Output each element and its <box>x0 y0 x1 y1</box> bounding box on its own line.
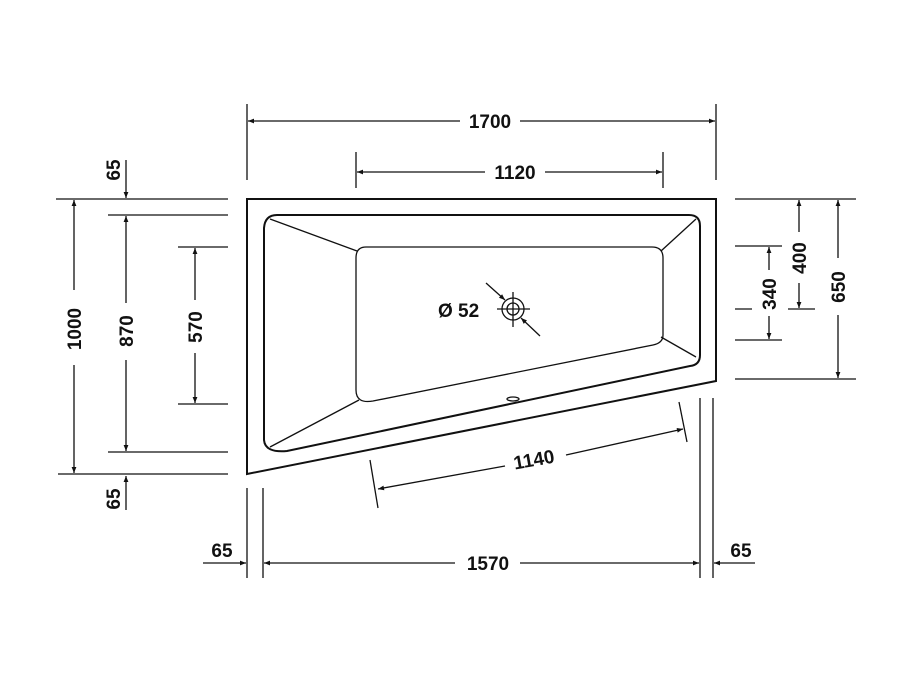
dim-right: 650 400 340 <box>735 198 856 380</box>
dim-overall-width: 1700 <box>246 104 717 180</box>
svg-text:650: 650 <box>829 271 850 303</box>
tub-outline <box>246 198 717 476</box>
drain-diameter-label: Ø 52 <box>438 301 479 322</box>
drain: Ø 52 <box>438 282 541 337</box>
svg-text:570: 570 <box>186 311 207 343</box>
svg-text:1570: 1570 <box>467 554 509 575</box>
dim-inner-top-width: 1120 <box>355 152 664 188</box>
svg-text:1700: 1700 <box>469 112 511 133</box>
svg-text:1120: 1120 <box>494 163 535 184</box>
dim-bottom: 1570 65 65 <box>203 398 755 578</box>
svg-text:870: 870 <box>117 315 138 347</box>
svg-text:340: 340 <box>760 278 781 310</box>
svg-text:1000: 1000 <box>65 308 86 350</box>
svg-text:65: 65 <box>104 488 125 510</box>
svg-text:400: 400 <box>790 242 811 274</box>
svg-text:1140: 1140 <box>512 447 556 475</box>
svg-text:65: 65 <box>730 541 752 562</box>
svg-text:65: 65 <box>104 159 125 181</box>
svg-text:65: 65 <box>211 541 233 562</box>
dim-left: 1000 870 570 65 65 <box>56 159 228 510</box>
